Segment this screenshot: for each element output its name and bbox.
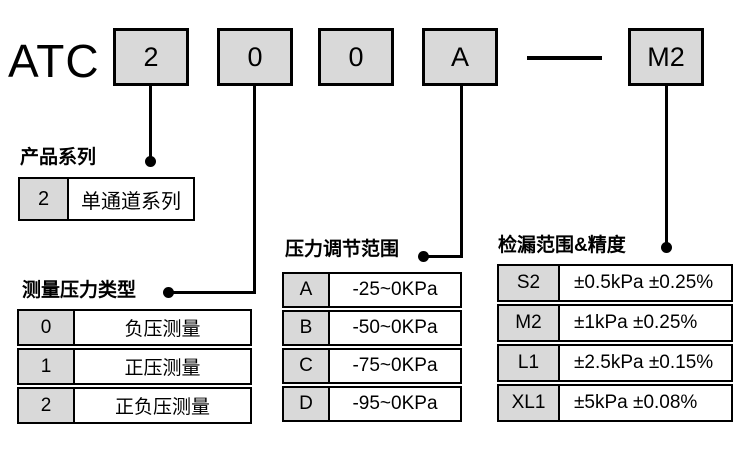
connector-line-pressure-type-v bbox=[253, 86, 256, 294]
connector-dot-accuracy bbox=[661, 242, 672, 253]
desc-cell: -25~0KPa bbox=[352, 279, 438, 300]
code-cell: M2 bbox=[499, 306, 560, 340]
table-row: A -25~0KPa bbox=[282, 272, 462, 308]
table-row: L1 ±2.5kPa ±0.15% bbox=[497, 344, 733, 382]
model-prefix: ATC bbox=[8, 35, 100, 87]
adjustment-range-table: A -25~0KPa B -50~0KPa C -75~0KPa D -95~0… bbox=[282, 272, 462, 422]
code-cell: D bbox=[284, 388, 330, 420]
code-box-series: 2 bbox=[113, 28, 189, 86]
desc-cell: 单通道系列 bbox=[81, 190, 181, 213]
desc-cell: 负压测量 bbox=[124, 319, 201, 340]
table-row: S2 ±0.5kPa ±0.25% bbox=[497, 264, 733, 302]
table-row: 2 正负压测量 bbox=[17, 387, 252, 424]
section-title-leak-accuracy: 检漏范围&精度 bbox=[498, 235, 626, 256]
section-title-product-series: 产品系列 bbox=[20, 147, 97, 168]
table-row: C -75~0KPa bbox=[282, 348, 462, 384]
connector-line-pressure-type-h bbox=[170, 291, 256, 294]
code-box-reserved: 0 bbox=[318, 28, 394, 86]
desc-cell: ±2.5kPa ±0.15% bbox=[574, 352, 714, 373]
desc-cell: -95~0KPa bbox=[352, 393, 438, 414]
section-title-adjustment-range: 压力调节范围 bbox=[285, 239, 400, 260]
table-row: D -95~0KPa bbox=[282, 386, 462, 422]
dash-separator bbox=[527, 56, 602, 60]
code-cell: 2 bbox=[19, 389, 75, 422]
table-row: B -50~0KPa bbox=[282, 310, 462, 346]
code-cell: B bbox=[284, 312, 330, 344]
desc-cell: 正负压测量 bbox=[114, 397, 210, 418]
connector-dot-pressure-type bbox=[163, 287, 174, 298]
desc-cell: ±1kPa ±0.25% bbox=[574, 312, 698, 333]
code-cell: 2 bbox=[20, 179, 69, 219]
connector-line-range-h bbox=[425, 255, 463, 258]
code-box-range: A bbox=[422, 28, 498, 86]
desc-cell: -75~0KPa bbox=[352, 355, 438, 376]
section-title-pressure-type: 测量压力类型 bbox=[22, 280, 137, 301]
code-cell: L1 bbox=[499, 346, 560, 380]
connector-line-accuracy bbox=[665, 86, 668, 246]
leak-accuracy-table: S2 ±0.5kPa ±0.25% M2 ±1kPa ±0.25% L1 ±2.… bbox=[497, 264, 733, 422]
code-cell: C bbox=[284, 350, 330, 382]
table-row: 1 正压测量 bbox=[17, 348, 252, 385]
product-series-table: 2 单通道系列 bbox=[18, 177, 195, 221]
code-cell: 1 bbox=[19, 350, 75, 383]
pressure-type-table: 0 负压测量 1 正压测量 2 正负压测量 bbox=[17, 309, 252, 424]
desc-cell: ±0.5kPa ±0.25% bbox=[574, 272, 714, 293]
desc-cell: -50~0KPa bbox=[352, 317, 438, 338]
code-box-pressure-type: 0 bbox=[217, 28, 293, 86]
code-box-accuracy: M2 bbox=[628, 28, 704, 86]
table-row: XL1 ±5kPa ±0.08% bbox=[497, 384, 733, 422]
code-cell: XL1 bbox=[499, 386, 560, 420]
code-cell: A bbox=[284, 274, 330, 306]
connector-line-series bbox=[149, 86, 152, 160]
table-row: 2 单通道系列 bbox=[18, 177, 195, 221]
connector-line-range-v bbox=[460, 86, 463, 258]
code-cell: S2 bbox=[499, 266, 560, 300]
desc-cell: ±5kPa ±0.08% bbox=[574, 392, 698, 413]
desc-cell: 正压测量 bbox=[124, 358, 201, 379]
connector-dot-series bbox=[145, 156, 156, 167]
connector-dot-range bbox=[418, 251, 429, 262]
table-row: 0 负压测量 bbox=[17, 309, 252, 346]
code-cell: 0 bbox=[19, 311, 75, 344]
table-row: M2 ±1kPa ±0.25% bbox=[497, 304, 733, 342]
